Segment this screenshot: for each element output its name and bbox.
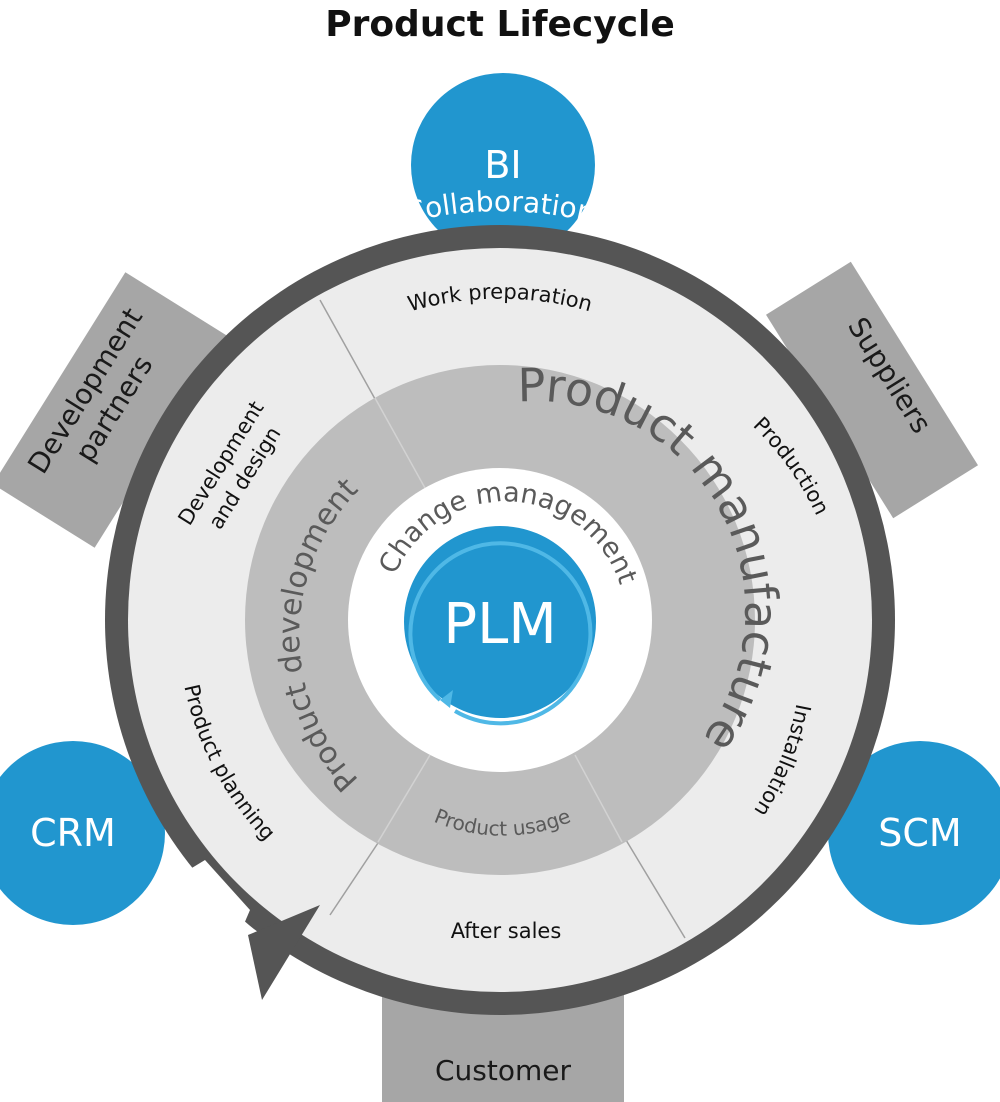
change-cycle-arc — [408, 541, 593, 726]
development-partners-box — [0, 272, 228, 548]
segment-after-sales: After sales — [451, 919, 562, 943]
customer-label: Customer — [435, 1054, 571, 1087]
bi-circle — [411, 73, 595, 257]
page-title: Product Lifecycle — [325, 4, 675, 45]
crm-circle — [0, 741, 165, 925]
plm-label: PLM — [443, 592, 556, 657]
bi-label: BI — [484, 143, 521, 187]
change-cycle-arrow — [440, 690, 453, 708]
plm-core — [404, 526, 596, 718]
scm-label: SCM — [878, 811, 961, 855]
middle-dividers — [374, 397, 623, 843]
crm-label: CRM — [30, 811, 116, 855]
scm-circle — [828, 741, 1000, 925]
suppliers-box — [766, 261, 978, 519]
ring-gap — [172, 860, 250, 938]
ring-arrow-head — [248, 905, 320, 1000]
